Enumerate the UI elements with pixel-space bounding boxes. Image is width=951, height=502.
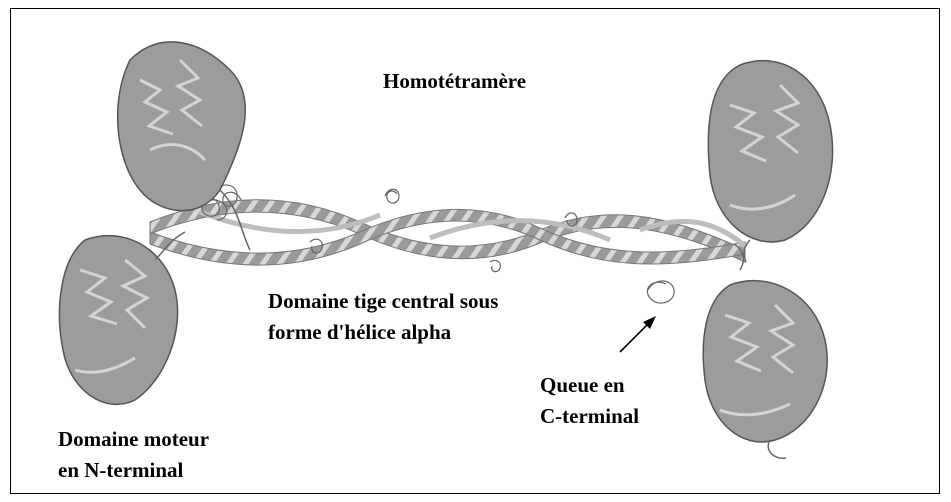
label-central-stalk: Domaine tige central sous forme d'hélice… (268, 286, 498, 348)
motor-domain-bottom-right (702, 243, 828, 459)
label-c-terminal-tail: Queue en C-terminal (540, 370, 639, 432)
label-motor-domain-line2: en N-terminal (58, 458, 184, 482)
label-central-stalk-line2: forme d'hélice alpha (268, 320, 452, 344)
label-motor-domain: Domaine moteur en N-terminal (58, 424, 209, 486)
tail-arrow (619, 316, 656, 353)
label-central-stalk-line1: Domaine tige central sous (268, 289, 499, 313)
motor-domain-top-left (116, 41, 251, 251)
label-motor-domain-line1: Domaine moteur (58, 427, 210, 451)
central-stalk-helix (149, 199, 747, 266)
motor-domain-bottom-left (58, 231, 186, 406)
stalk-loops (194, 184, 675, 304)
label-c-terminal-tail-line1: Queue en (540, 373, 625, 397)
motor-domain-top-right (707, 60, 834, 263)
title-homotetramer: Homotétramère (383, 69, 527, 93)
label-c-terminal-tail-line2: C-terminal (540, 404, 640, 428)
